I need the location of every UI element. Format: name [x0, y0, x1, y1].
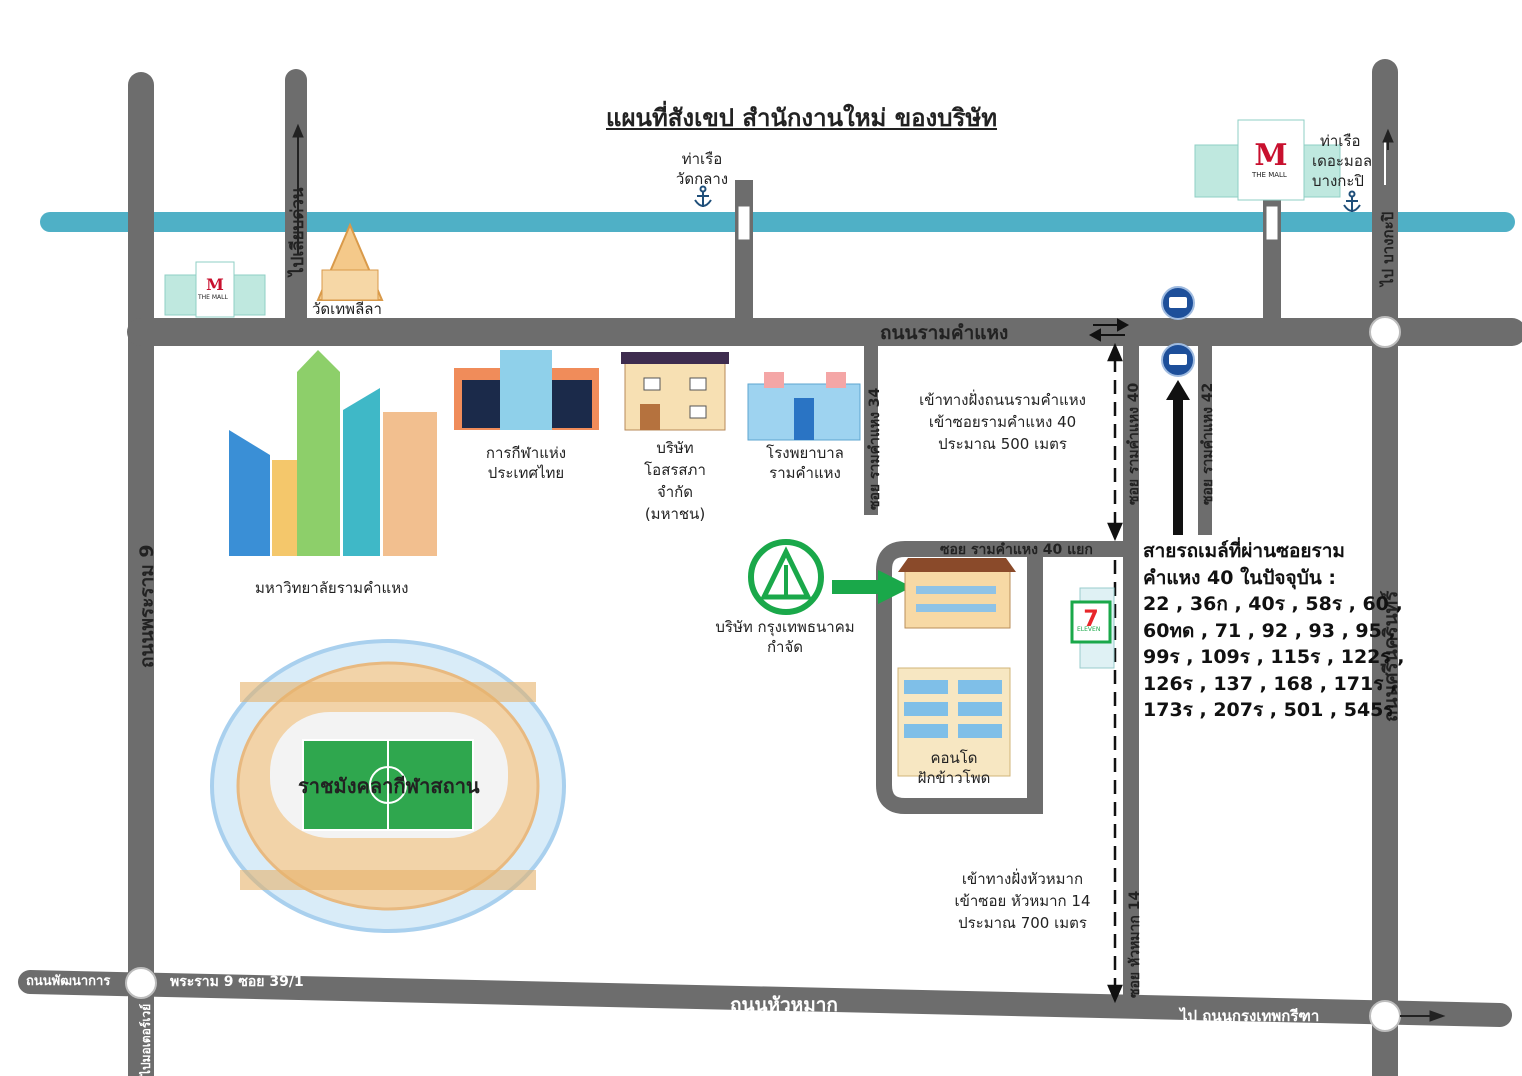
temple-icon	[316, 222, 384, 301]
mall-logo-text-left: THE MALL	[198, 294, 228, 301]
bus-stop-icon	[1161, 286, 1195, 377]
page-title: แผนที่สังเขป สำนักงานใหม่ ของบริษัท	[606, 104, 998, 132]
university-buildings	[229, 350, 437, 556]
road-soi40-branch	[876, 541, 1133, 814]
svg-text:7: 7	[1083, 607, 1098, 632]
svg-text:M: M	[1254, 138, 1287, 173]
bus-lines-box: สายรถเมล์ที่ผ่านซอยราม คำแหง 40 ในปัจจุบ…	[1143, 538, 1404, 724]
bus-line-row: 173ร , 207ร , 501 , 545ร	[1143, 699, 1394, 721]
university-label: มหาวิทยาลัยรามคำแหง	[255, 579, 409, 597]
sat-building	[454, 350, 599, 430]
company-logo	[748, 539, 824, 615]
svg-text:M: M	[206, 275, 224, 294]
road-label-huamak: ถนนหัวหมาก	[730, 994, 838, 1016]
bus-arrow-icon	[1166, 380, 1190, 535]
company-building	[898, 558, 1016, 629]
pier-mall-label: ท่าเรือ เดอะมอล บางกะปิ	[1312, 132, 1373, 190]
osotspa-building	[621, 352, 729, 431]
mall-logo-text-right: THE MALL	[1252, 171, 1287, 179]
bus-line-row: 60ทด , 71 , 92 , 93 , 95 ,	[1143, 619, 1396, 642]
pier-wat-klang-label: ท่าเรือ วัดกลาง	[675, 150, 729, 188]
road-label-soi34: ซอย รามคำแหง 34	[867, 387, 883, 510]
direction-from-huamak: เข้าทางฝั่งหัวหมาก เข้าซอย หัวหมาก 14 ปร…	[954, 870, 1091, 932]
road-label-huamak14: ซอย หัวหมาก 14	[1127, 890, 1143, 998]
wat-thep-leela-label: วัดเทพลีลา	[312, 300, 382, 318]
mall-building-left: M	[164, 261, 266, 318]
anchor-icon	[694, 185, 1361, 212]
road-label-to-leftcut: ไปเลียบด่วน	[288, 187, 308, 276]
road-label-ramkhamhaeng: ถนนรามคำแหง	[880, 322, 1009, 344]
junction-circles	[125, 316, 1401, 1032]
condo-label: คอนโด ฝักข้าวโพด	[917, 749, 991, 787]
direction-arrows	[292, 123, 1446, 1022]
road-label-to-bangkapi: ไป บางกะปิ	[1379, 211, 1397, 286]
road-label-rama9-39: พระราม 9 ซอย 39/1	[170, 974, 304, 990]
road-label-soi40: ซอย รามคำแหง 40	[1126, 382, 1142, 505]
route-dashed	[1107, 342, 1123, 1004]
bus-line-row: 126ร , 137 , 168 , 171ร ,	[1143, 672, 1398, 695]
road-label-bottom-left: ไปมอเตอร์เวย์	[139, 1003, 153, 1076]
road-label-soi42: ซอย รามคำแหง 42	[1200, 382, 1216, 505]
company-label: บริษัท กรุงเทพธนาคม กำจัด	[715, 618, 855, 656]
green-arrow-icon	[832, 570, 912, 604]
bus-heading: สายรถเมล์ที่ผ่านซอยราม	[1143, 540, 1345, 562]
bus-heading: คำแหง 40 ในปัจจุบัน :	[1143, 566, 1336, 589]
condo-building	[897, 667, 1011, 777]
hospital-label: โรงพยาบาล รามคำแหง	[766, 444, 844, 482]
osotspa-label: บริษัท โอสรสภา จำกัด (มหาชน)	[644, 439, 706, 523]
seven-eleven-label: ELEVEN	[1077, 626, 1101, 633]
road-label-to-krungthepkreetha: ไป ถนนกรุงเทพกรีฑา	[1180, 1007, 1320, 1025]
two-way-arrow-icon	[1088, 318, 1130, 342]
road-label-rama9: ถนนพระราม 9	[136, 544, 158, 668]
road-label-soi40-branch: ซอย รามคำแหง 40 แยก	[940, 542, 1093, 558]
stadium-icon	[210, 639, 566, 933]
stadium-label: ราชมังคลากีฬาสถาน	[298, 774, 480, 798]
direction-from-ramkhamhaeng: เข้าทางฝั่งถนนรามคำแหง เข้าซอยรามคำแหง 4…	[919, 391, 1086, 453]
road-label-pattanakarn: ถนนพัฒนาการ	[26, 974, 111, 989]
road-huamak	[18, 970, 1512, 1027]
hospital-building	[747, 372, 861, 441]
bus-line-row: 22 , 36ก , 40ร , 58ร , 60 ,	[1143, 593, 1403, 615]
seven-eleven-icon: 7	[1070, 587, 1115, 669]
bus-line-row: 99ร , 109ร , 115ร , 122ร ,	[1143, 646, 1405, 668]
sat-label: การกีฬาแห่ง ประเทศไทย	[485, 444, 567, 482]
mall-building-right: M	[1194, 119, 1341, 201]
